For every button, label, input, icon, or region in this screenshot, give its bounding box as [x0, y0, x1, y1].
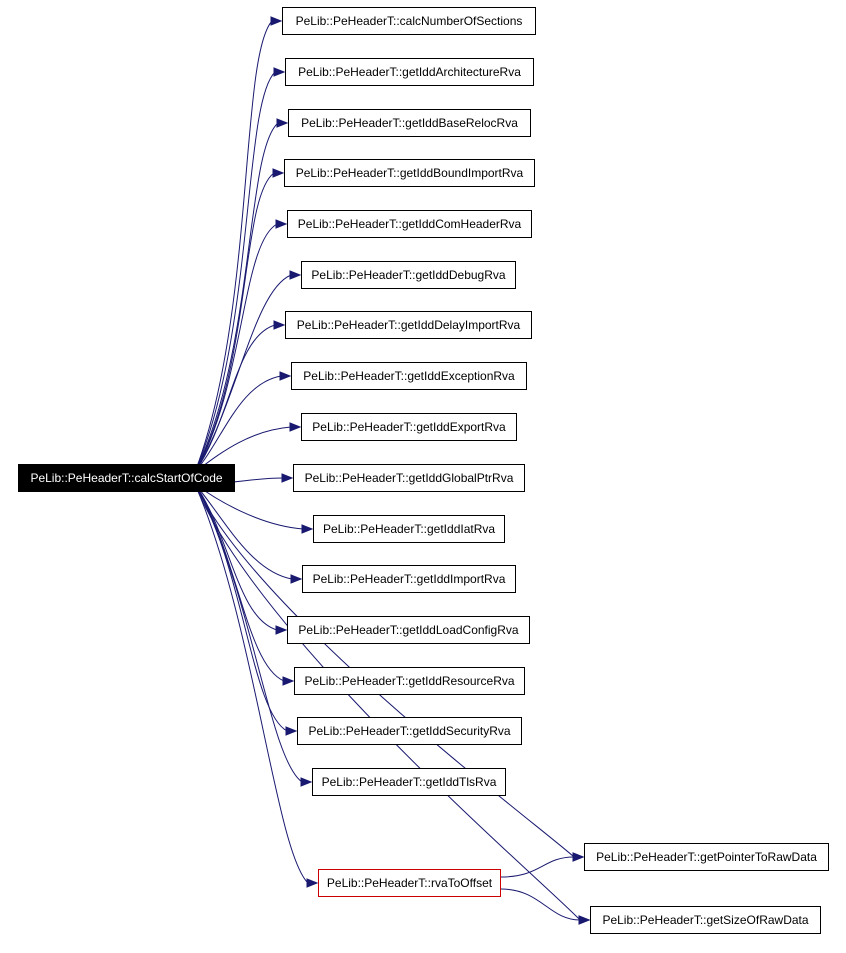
node-getIddExceptionRva[interactable]: PeLib::PeHeaderT::getIddExceptionRva — [291, 362, 527, 390]
node-getIddArchitectureRva[interactable]: PeLib::PeHeaderT::getIddArchitectureRva — [285, 58, 534, 86]
edge-root-to-getIddResourceRva — [194, 483, 285, 682]
edge-root-to-rvaToOffset — [194, 483, 309, 884]
edge-arrowhead — [275, 625, 288, 635]
edge-root-to-getIddComHeaderRva — [194, 223, 278, 473]
edge-arrowhead — [289, 270, 302, 280]
edge-arrowhead — [572, 852, 585, 862]
node-getIddResourceRva[interactable]: PeLib::PeHeaderT::getIddResourceRva — [294, 667, 525, 695]
node-calcNumberOfSections[interactable]: PeLib::PeHeaderT::calcNumberOfSections — [282, 7, 536, 35]
node-getIddTlsRva[interactable]: PeLib::PeHeaderT::getIddTlsRva — [312, 768, 506, 796]
edge-root-to-getIddBoundImportRva — [194, 172, 275, 473]
node-getSizeOfRawData[interactable]: PeLib::PeHeaderT::getSizeOfRawData — [590, 906, 821, 934]
edge-root-to-calcNumberOfSections — [194, 20, 273, 473]
edge-rvaToOffset-to-getPointerToRawData — [500, 856, 575, 878]
node-getIddExportRva[interactable]: PeLib::PeHeaderT::getIddExportRva — [301, 413, 517, 441]
edge-root-to-getIddDebugRva — [194, 274, 292, 473]
node-getIddImportRva[interactable]: PeLib::PeHeaderT::getIddImportRva — [302, 565, 516, 593]
edge-rvaToOffset-to-getSizeOfRawData — [500, 888, 581, 921]
edge-arrowhead — [281, 473, 294, 483]
edge-arrowhead — [273, 320, 286, 330]
node-getIddSecurityRva[interactable]: PeLib::PeHeaderT::getIddSecurityRva — [297, 717, 522, 745]
edge-arrowhead — [306, 878, 319, 888]
edge-arrowhead — [578, 915, 591, 925]
edge-root-to-getIddLoadConfigRva — [194, 483, 278, 631]
edge-root-to-getIddExceptionRva — [194, 375, 282, 473]
node-getIddLoadConfigRva[interactable]: PeLib::PeHeaderT::getIddLoadConfigRva — [287, 616, 530, 644]
edge-root-to-getIddTlsRva — [194, 483, 303, 783]
node-calcStartOfCode: PeLib::PeHeaderT::calcStartOfCode — [18, 464, 235, 492]
edge-arrowhead — [275, 219, 288, 229]
node-getIddDebugRva[interactable]: PeLib::PeHeaderT::getIddDebugRva — [301, 261, 516, 289]
node-getPointerToRawData[interactable]: PeLib::PeHeaderT::getPointerToRawData — [584, 843, 829, 871]
edge-root-to-getIddDelayImportRva — [194, 324, 276, 473]
edge-arrowhead — [301, 524, 314, 534]
edge-arrowhead — [270, 16, 283, 26]
edge-root-to-getIddImportRva — [194, 483, 293, 580]
edge-arrowhead — [285, 726, 298, 736]
node-getIddBaseRelocRva[interactable]: PeLib::PeHeaderT::getIddBaseRelocRva — [288, 109, 531, 137]
edge-arrowhead — [282, 676, 295, 686]
node-getIddBoundImportRva[interactable]: PeLib::PeHeaderT::getIddBoundImportRva — [284, 159, 535, 187]
edge-root-to-getPointerToRawData — [194, 483, 575, 858]
edge-root-to-getIddBaseRelocRva — [194, 122, 279, 473]
edge-arrowhead — [279, 371, 292, 381]
node-rvaToOffset[interactable]: PeLib::PeHeaderT::rvaToOffset — [318, 869, 501, 897]
edge-arrowhead — [272, 168, 285, 178]
edge-root-to-getIddArchitectureRva — [194, 71, 276, 473]
edge-arrowhead — [289, 422, 302, 432]
node-getIddDelayImportRva[interactable]: PeLib::PeHeaderT::getIddDelayImportRva — [285, 311, 532, 339]
edge-arrowhead — [300, 777, 313, 787]
edge-arrowhead — [290, 574, 303, 584]
edge-root-to-getSizeOfRawData — [194, 483, 581, 921]
node-getIddIatRva[interactable]: PeLib::PeHeaderT::getIddIatRva — [313, 515, 505, 543]
node-getIddGlobalPtrRva[interactable]: PeLib::PeHeaderT::getIddGlobalPtrRva — [293, 464, 525, 492]
node-getIddComHeaderRva[interactable]: PeLib::PeHeaderT::getIddComHeaderRva — [287, 210, 532, 238]
edge-arrowhead — [276, 118, 289, 128]
edge-arrowhead — [273, 67, 286, 77]
